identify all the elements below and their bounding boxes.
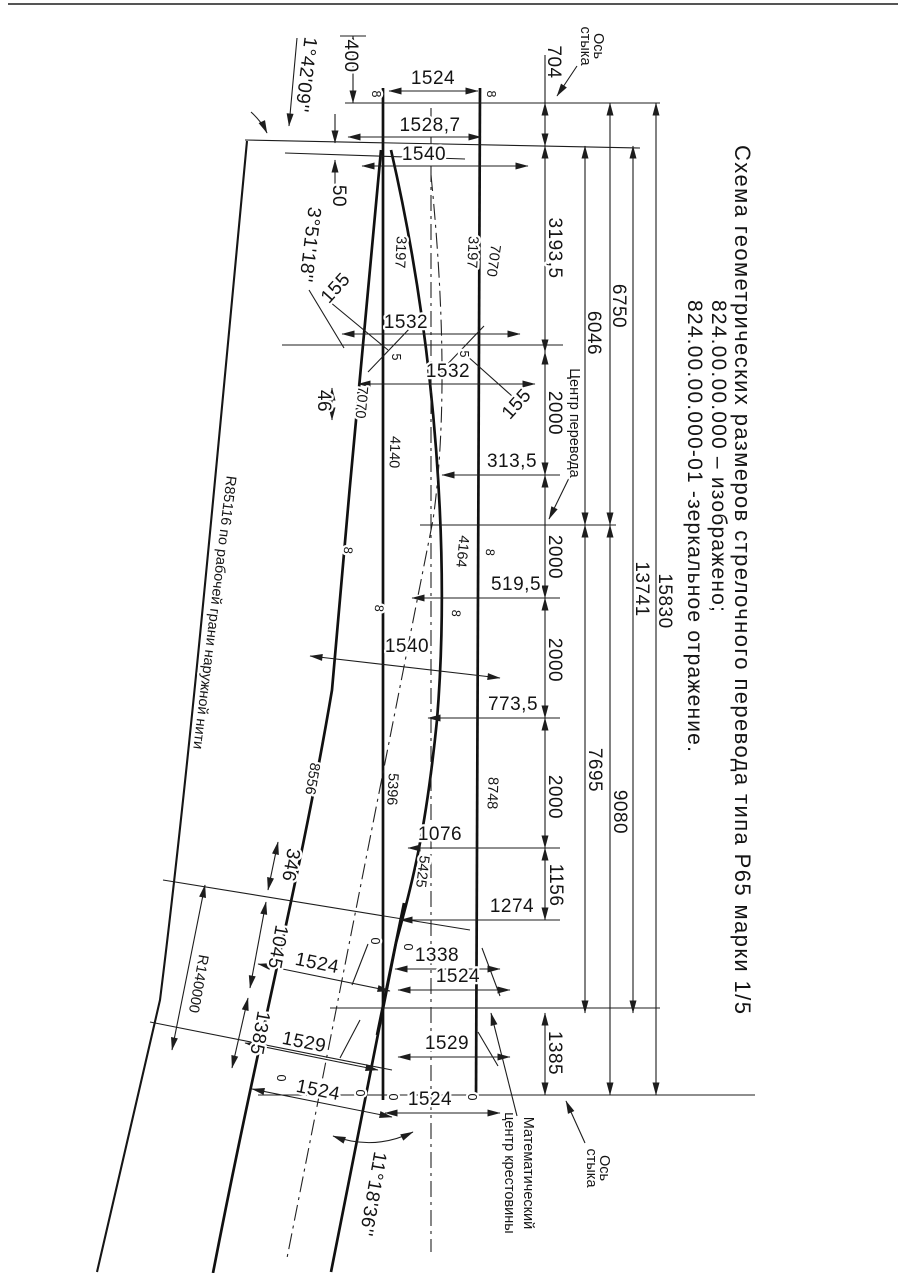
dim-7695: 7695 [584,748,605,792]
gap-8-mark: 8 [483,548,498,556]
dim-15830: 15830 [654,573,675,628]
title-block: Схема геометрических размеров стрелочног… [683,145,755,1015]
gap-8-mark: 8 [372,604,387,612]
rail-length-7070-left: 7070 [352,386,371,420]
dim-1524-frog-diverging: 1524 [293,949,341,978]
rail-length-7070-right: 7070 [483,243,503,277]
axis-joint-bottom-line1: Ось [596,1155,612,1181]
dim-2000-b: 2000 [544,535,565,579]
dim-50: 50 [328,185,349,207]
frog-center-line2: центр крестовины [501,1112,517,1233]
dim-6046: 6046 [583,311,604,355]
ordinate-519-5: 519,5 [491,574,541,595]
gap-0-mark: 0 [401,944,415,951]
axis-joint-top-line2: стыка [577,26,593,66]
gap-8-mark: 8 [484,91,498,98]
gap-5-mark: 5 [457,351,471,358]
angle-switch: 3°51'18'' [294,206,324,284]
ordinate-773-5: 773,5 [488,694,538,715]
dim-46: 46 [313,390,334,412]
rail-length-5425: 5425 [412,854,432,888]
diverging-track-axis [286,174,443,1259]
dim-346: 346 [277,847,303,883]
rails [95,87,482,1273]
gap-0-mark: 0 [353,1090,367,1097]
axis-joint-top-line1: Ось [590,33,606,59]
dim-1524-top: 1524 [411,68,455,89]
drawing-title: Схема геометрических размеров стрелочног… [730,145,755,1015]
dim-13741: 13741 [631,561,652,616]
dim-1045: 1045 [263,923,291,970]
dim-1524-joint-diverging: 1524 [294,1076,342,1105]
rail-length-8556: 8556 [301,761,322,796]
drawing-number-shown: 824.00.00.000 – изображено; [707,300,730,613]
dim-1524-frog-straight: 1524 [436,966,480,987]
dim-9080: 9080 [609,790,630,834]
frog-wing-rail [375,902,406,1036]
dim-155-upper: 155 [317,269,355,308]
gap-0-mark: 0 [465,1094,479,1101]
gap-5-mark: 5 [389,354,403,361]
dimension-lines [171,35,660,1118]
dim-1529-straight: 1529 [425,1033,469,1054]
dim-2000-d: 2000 [544,775,565,819]
dim-3193-5: 3193,5 [544,217,565,278]
ordinate-1076: 1076 [418,824,462,845]
gap-0-mark: 0 [368,938,382,945]
dim-155-lower: 155 [498,385,536,424]
leader-lines [250,37,586,1144]
dim-1528-7: 1528,7 [399,115,460,136]
dim-1385-left: 1385 [245,1009,273,1056]
rail-length-3197-left: 3197 [391,236,409,269]
gap-8-mark: 8 [369,91,383,98]
dim-1156: 1156 [545,864,566,907]
ordinate-313-5: 313,5 [487,451,537,472]
ordinate-1274: 1274 [490,896,534,917]
gap-0-mark: 0 [274,1075,288,1082]
drawing-number-mirrored: 824.00.00.000-01 -зеркальное отражение. [683,300,706,753]
dim-1338: 1338 [415,945,459,966]
frog-radius-label: R140000 [185,953,211,1014]
dim-1540-top: 1540 [402,144,446,165]
gap-8-mark: 8 [341,546,356,554]
outer-thread-working-face-curve [95,140,249,1273]
dim-1540-mid: 1540 [385,636,429,657]
dim-2000-c: 2000 [544,638,565,682]
dim-1532-upper: 1532 [384,312,428,333]
angle-crossing: 11°18'36'' [355,1150,391,1238]
dim-400: 400 [340,39,361,72]
frog-center-line1: Математический [520,1117,536,1229]
stock-rail-straight-right [474,87,482,1101]
rail-length-5396: 5396 [383,773,401,806]
rail-length-3197-right: 3197 [463,236,481,269]
dim-1529-diverging: 1529 [280,1028,328,1057]
dim-1385-right: 1385 [544,1031,565,1075]
dim-1532-lower: 1532 [426,361,470,382]
turnout-center-label: Центр перевода [566,368,582,478]
dim-1524-joint-straight: 1524 [408,1089,452,1110]
rail-length-4164: 4164 [452,535,471,569]
angle-initial-bend: 1°42'09'' [290,36,320,114]
dim-6750: 6750 [608,284,629,328]
rail-length-8748: 8748 [483,777,500,810]
dim-704: 704 [543,45,564,78]
diverging-outer-rail [211,149,383,1273]
outer-radius-label: R85116 по рабочей грани наружной нити [189,475,238,750]
gap-0-mark: 0 [386,1094,400,1101]
axis-joint-bottom-line2: стыка [583,1148,599,1188]
dim-2000-a: 2000 [544,391,565,435]
rail-length-4140: 4140 [385,436,402,469]
gap-8-mark: 8 [449,609,464,617]
